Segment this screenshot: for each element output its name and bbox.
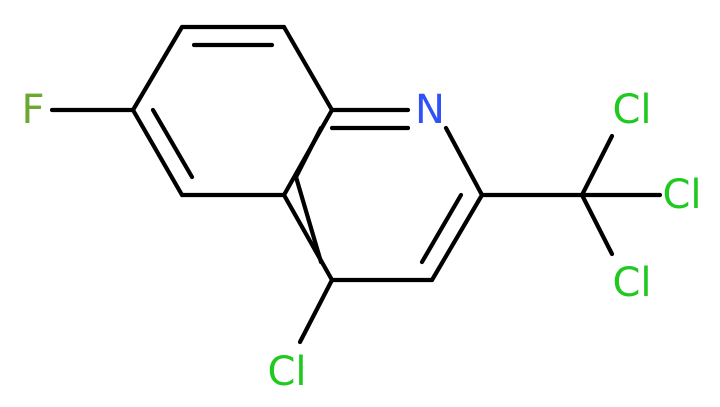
- bond-c2-c3: [429, 192, 485, 283]
- atom-fluorine: F: [21, 87, 44, 133]
- bond-c4-c4a: [281, 192, 335, 283]
- atom-chlorine-1: Cl: [612, 87, 651, 133]
- substituent-bonds: [49, 107, 663, 345]
- atom-chlorine-3: Cl: [612, 260, 651, 306]
- bond-c4a-c8a-inner: [293, 125, 324, 180]
- bond-c6-c5: [130, 107, 185, 198]
- bond-ccl3-cl1: [579, 133, 615, 198]
- bond-c7-c6: [130, 24, 185, 113]
- atom-chlorine-c4: Cl: [267, 349, 306, 395]
- bond-c2-c3-inner: [419, 192, 464, 265]
- bond-ccl3-cl3: [579, 192, 615, 257]
- bond-c8a-c8: [281, 24, 335, 113]
- atom-labels: F N Cl Cl Cl Cl: [21, 87, 701, 395]
- bond-c4-c4a-inner: [293, 174, 324, 265]
- benzene-ring: [130, 24, 335, 198]
- pyridine-ring: [281, 107, 485, 283]
- atom-chlorine-2: Cl: [662, 172, 701, 218]
- bond-c4-cl: [297, 277, 335, 345]
- bond-c6-c5-inner: [150, 107, 195, 180]
- atom-nitrogen: N: [415, 87, 445, 133]
- bond-n1-c2: [443, 125, 485, 198]
